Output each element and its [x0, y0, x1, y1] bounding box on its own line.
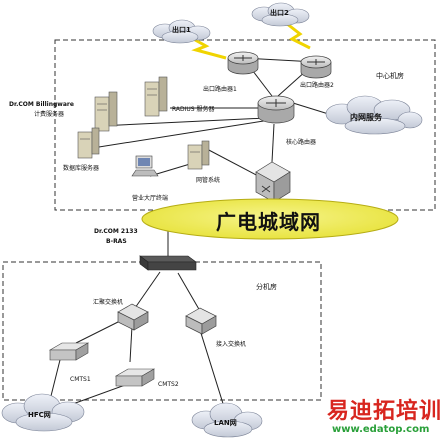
billing-server-label-1: Dr.COM Billingware — [9, 101, 74, 108]
terminal-pc-icon — [131, 155, 159, 177]
metro-network-label: 广电城域网 — [216, 210, 321, 234]
exit-router-1-icon — [227, 51, 259, 75]
radius-server-icon — [144, 76, 168, 117]
cloud-label-exit1: 出口1 — [172, 26, 191, 34]
access-switch-label: 接入交换机 — [216, 341, 247, 348]
cloud-label-intranet: 内网服务 — [350, 113, 382, 122]
exit-router-1-label: 出口路由器1 — [203, 86, 237, 93]
core-router-icon — [257, 95, 295, 124]
core-router-label: 核心路由器 — [286, 139, 317, 146]
access-switch-icon — [185, 307, 217, 335]
exit-router-2-icon — [300, 55, 332, 79]
exit-router-2-label: 出口路由器2 — [300, 82, 334, 89]
wan-link-2-icon — [285, 21, 311, 50]
cloud-hfc — [1, 393, 85, 432]
billing-server-icon — [94, 91, 118, 132]
database-server-label: 数据库服务器 — [63, 165, 100, 172]
cloud-label-exit2: 出口2 — [270, 9, 289, 17]
cloud-exit1 — [152, 19, 211, 44]
aggregation-switch-icon — [117, 303, 149, 331]
wan-link-1-icon — [187, 34, 227, 60]
bras-device-icon — [139, 255, 197, 271]
terminal-label: 营业大厅终端 — [132, 195, 169, 202]
cmts2-label: CMTS2 — [158, 381, 179, 388]
cmts1-device-icon — [48, 342, 90, 361]
branch-room-label: 分机房 — [256, 283, 277, 291]
cmts1-label: CMTS1 — [70, 376, 91, 383]
watermark-url: www.edatop.com — [332, 424, 430, 435]
nms-label: 网管系统 — [196, 177, 221, 184]
bras-label-1: Dr.COM 2133 — [94, 228, 138, 235]
branch-room-boundary — [2, 261, 322, 401]
cloud-intranet — [325, 95, 423, 135]
core-switch-icon — [255, 161, 291, 203]
cloud-label-hfc: HFC网 — [28, 411, 51, 419]
aggregation-switch-label: 汇聚交换机 — [93, 299, 124, 306]
cloud-lan — [191, 402, 263, 438]
bras-label-2: B-RAS — [106, 238, 127, 245]
billing-server-label-2: 计费服务器 — [34, 111, 65, 118]
cloud-exit2 — [251, 2, 310, 27]
radius-server-label: RADIUS 服务器 — [172, 106, 215, 113]
database-server-icon — [77, 127, 100, 159]
central-room-label: 中心机房 — [376, 72, 404, 80]
watermark-brand: 易迪拓培训 — [327, 399, 443, 424]
metro-network-ellipse — [141, 198, 399, 240]
nms-server-icon — [187, 140, 210, 170]
cmts2-device-icon — [114, 368, 156, 387]
cloud-label-lan: LAN网 — [214, 419, 237, 427]
